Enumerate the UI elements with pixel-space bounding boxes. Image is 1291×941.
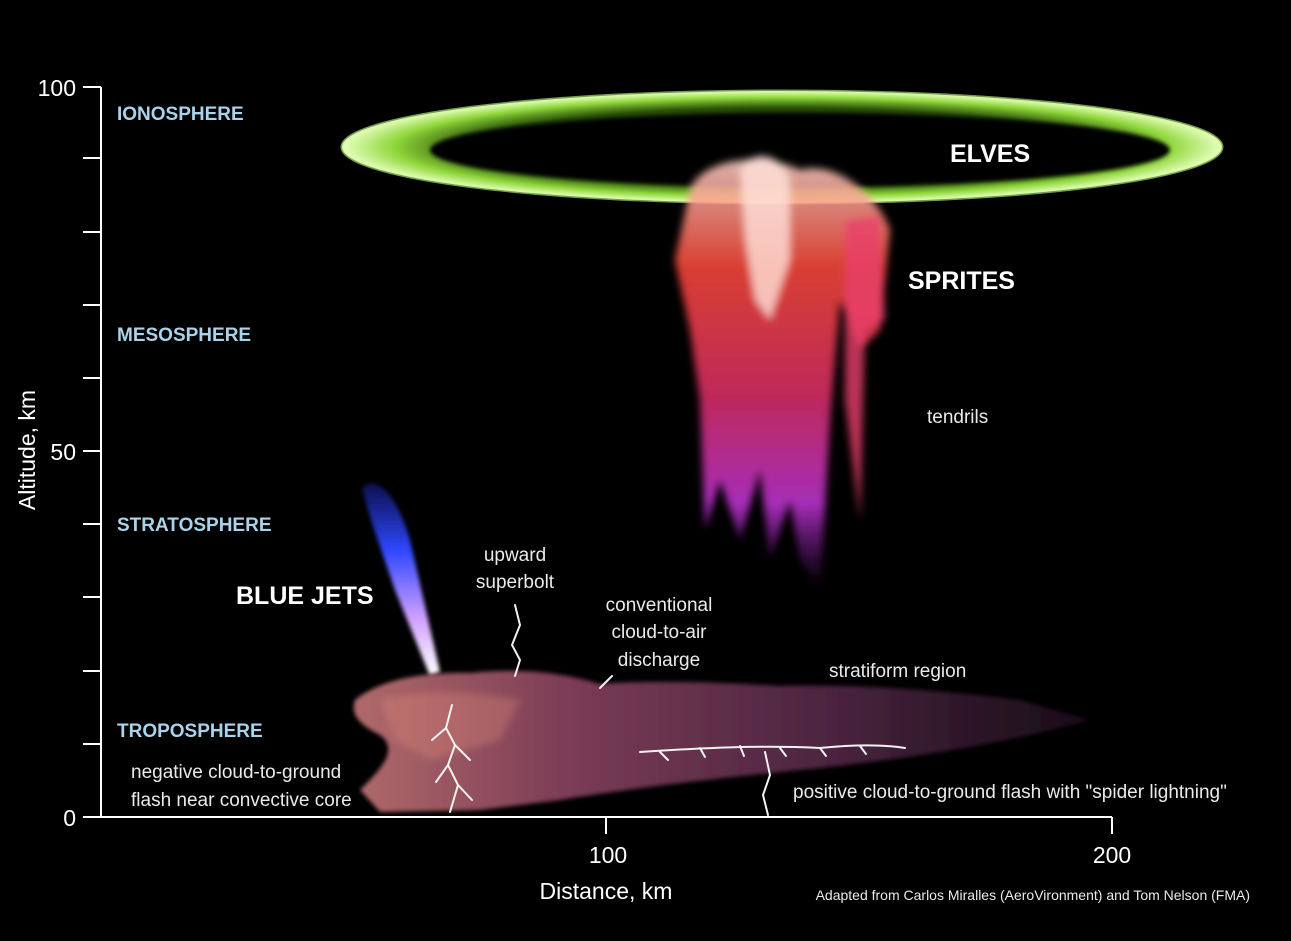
x-axis-title: Distance, km — [540, 878, 673, 904]
y-tick-50: 50 — [50, 439, 76, 465]
x-tick-200: 200 — [1093, 842, 1131, 868]
conventional-label-1: conventional — [606, 595, 713, 616]
x-tick-100: 100 — [589, 842, 627, 868]
elves-label: ELVES — [950, 140, 1030, 168]
mesosphere-label: MESOSPHERE — [117, 325, 251, 346]
stratiform-label: stratiform region — [829, 661, 966, 682]
negative-cg-label-2: flash near convective core — [131, 790, 352, 811]
ionosphere-label: IONOSPHERE — [117, 104, 244, 125]
troposphere-label: TROPOSPHERE — [117, 721, 263, 742]
y-axis — [83, 86, 102, 818]
conventional-label-2: cloud-to-air — [611, 622, 707, 643]
lightning-strokes — [431, 604, 906, 816]
y-axis-title: Altitude, km — [14, 390, 40, 510]
blue-jets-label: BLUE JETS — [236, 582, 374, 610]
tendrils-label: tendrils — [927, 407, 988, 428]
elves-ring — [340, 89, 1224, 205]
blue-jet — [362, 483, 440, 676]
y-tick-100: 100 — [38, 75, 76, 101]
positive-cg-label: positive cloud-to-ground flash with "spi… — [793, 782, 1227, 803]
sprites-glow — [675, 156, 890, 590]
upward-superbolt-label-2: superbolt — [476, 572, 555, 593]
upward-superbolt-label-1: upward — [484, 545, 546, 566]
sprites-label: SPRITES — [908, 267, 1015, 295]
y-tick-0: 0 — [63, 805, 76, 831]
x-axis — [101, 816, 1113, 834]
negative-cg-label-1: negative cloud-to-ground — [131, 762, 341, 783]
stratosphere-label: STRATOSPHERE — [117, 515, 272, 536]
conventional-label-3: discharge — [618, 650, 700, 671]
credit-line: Adapted from Carlos Miralles (AeroVironm… — [816, 887, 1250, 903]
thundercloud — [353, 670, 1090, 812]
